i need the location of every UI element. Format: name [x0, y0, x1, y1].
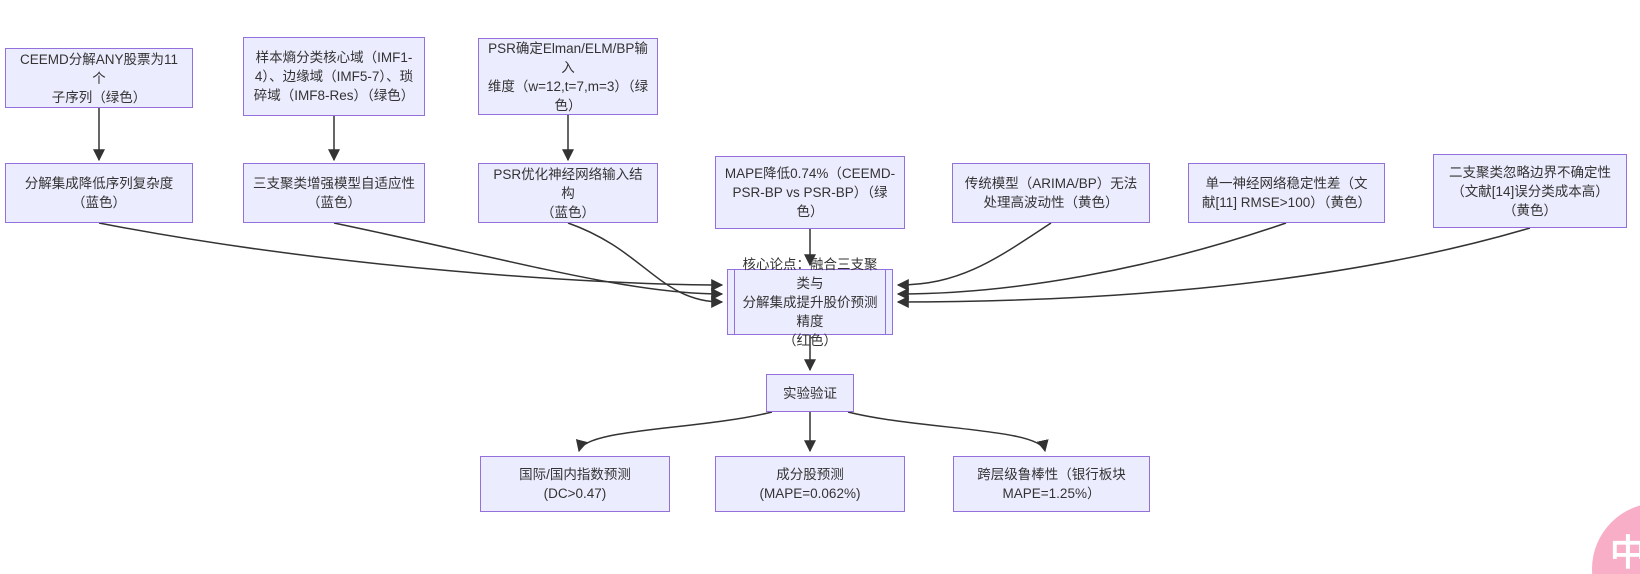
node-mape: MAPE降低0.74%（CEEMD- PSR-BP vs PSR-BP）（绿 色…: [715, 156, 905, 229]
node-component-prediction-label: 成分股预测 (MAPE=0.062%): [759, 467, 861, 501]
node-three-way: 三支聚类增强模型自适应性 （蓝色）: [243, 163, 425, 223]
node-two-way: 二支聚类忽略边界不确定性 （文献[14]误分类成本高） （黄色）: [1433, 154, 1627, 228]
translate-button[interactable]: 中 A: [1592, 503, 1640, 574]
node-decomp: 分解集成降低序列复杂度 （蓝色）: [5, 163, 193, 223]
node-experiment: 实验验证: [766, 374, 854, 412]
node-psr-opt: PSR优化神经网络输入结构 （蓝色）: [478, 163, 658, 223]
node-single-nn-label: 单一神经网络稳定性差（文 献[11] RMSE>100）（黄色）: [1202, 176, 1371, 210]
edge-threeway-core: [333, 222, 724, 300]
edge-experiment-index: [575, 411, 773, 453]
translate-icon-cn: 中: [1610, 532, 1640, 573]
node-traditional: 传统模型（ARIMA/BP）无法 处理高波动性（黄色）: [952, 163, 1150, 223]
node-entropy-label: 样本熵分类核心域（IMF1- 4）、边缘域（IMF5-7）、琐 碎域（IMF8-…: [253, 50, 415, 103]
edge-twoway-core: [896, 227, 1531, 308]
node-psr-input: PSR确定Elman/ELM/BP输入 维度（w=12,t=7,m=3）（绿 色…: [478, 38, 658, 115]
node-entropy: 样本熵分类核心域（IMF1- 4）、边缘域（IMF5-7）、琐 碎域（IMF8-…: [243, 37, 425, 116]
node-two-way-label: 二支聚类忽略边界不确定性 （文献[14]误分类成本高） （黄色）: [1449, 164, 1611, 218]
node-psr-input-label: PSR确定Elman/ELM/BP输入 维度（w=12,t=7,m=3）（绿 色…: [487, 40, 649, 113]
edge-singlenn-core: [896, 222, 1287, 300]
node-core-thesis: 核心论点：融合三支聚类与 分解集成提升股价预测精度 （红色）: [727, 257, 893, 348]
node-three-way-label: 三支聚类增强模型自适应性 （蓝色）: [253, 176, 415, 210]
node-traditional-label: 传统模型（ARIMA/BP）无法 处理高波动性（黄色）: [964, 176, 1138, 210]
node-ceemd: CEEMD分解ANY股票为11个 子序列（绿色）: [5, 48, 193, 108]
node-psr-opt-label: PSR优化神经网络输入结构 （蓝色）: [493, 166, 643, 220]
node-decomp-label: 分解集成降低序列复杂度 （蓝色）: [24, 176, 174, 210]
node-robustness: 跨层级鲁棒性（银行板块 MAPE=1.25%）: [953, 456, 1150, 512]
translate-icon-en: A: [1632, 565, 1640, 574]
node-mape-label: MAPE降低0.74%（CEEMD- PSR-BP vs PSR-BP）（绿 色…: [724, 166, 896, 219]
edge-psropt-core: [567, 222, 724, 308]
node-single-nn: 单一神经网络稳定性差（文 献[11] RMSE>100）（黄色）: [1188, 163, 1385, 223]
edge-experiment-robustness: [847, 411, 1049, 453]
node-ceemd-label: CEEMD分解ANY股票为11个 子序列（绿色）: [19, 51, 179, 105]
node-index-prediction: 国际/国内指数预测 (DC>0.47): [480, 456, 670, 512]
node-core-thesis-label: 核心论点：融合三支聚类与 分解集成提升股价预测精度 （红色）: [742, 256, 878, 348]
node-experiment-label: 实验验证: [783, 385, 837, 401]
node-component-prediction: 成分股预测 (MAPE=0.062%): [715, 456, 905, 512]
node-robustness-label: 跨层级鲁棒性（银行板块 MAPE=1.25%）: [977, 467, 1126, 501]
edge-traditional-core: [896, 222, 1052, 291]
edge-decomp-core: [98, 222, 724, 291]
node-index-prediction-label: 国际/国内指数预测 (DC>0.47): [519, 467, 631, 501]
